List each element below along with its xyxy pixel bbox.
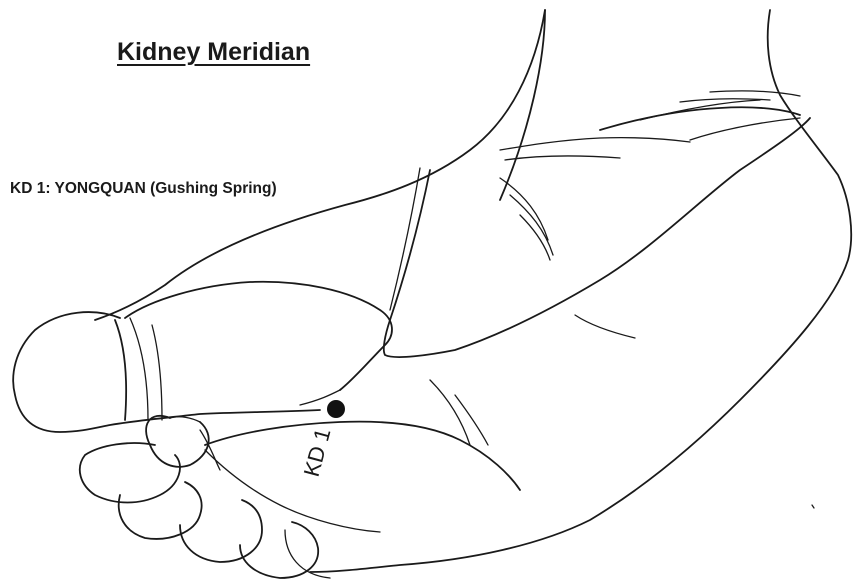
toes	[80, 416, 330, 578]
dorsal-creases	[500, 91, 800, 260]
sole-creases	[205, 315, 635, 532]
big-toe	[13, 312, 320, 432]
ball-of-foot	[125, 118, 810, 390]
point-label: KD 1	[299, 426, 336, 480]
misc-marks	[812, 505, 814, 508]
foot-outline	[95, 10, 851, 572]
kd1-point-marker	[327, 400, 345, 418]
